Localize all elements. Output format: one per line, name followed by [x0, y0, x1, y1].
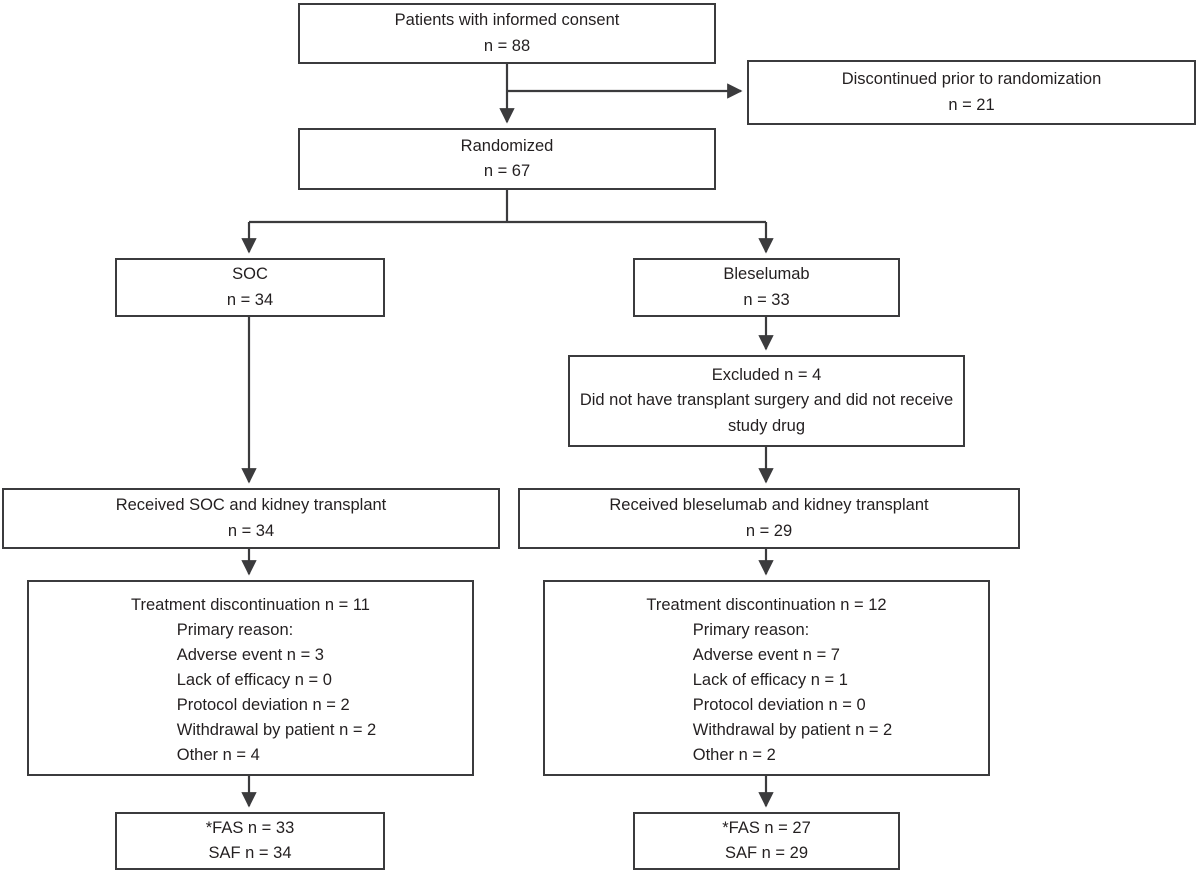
node-count: n = 34	[227, 521, 275, 540]
node-count: n = 33	[743, 290, 790, 309]
saf-count: SAF n = 34	[208, 844, 292, 862]
discontinuation-reason-item: Protocol deviation n = 2	[176, 696, 350, 715]
discontinuation-reason-item: Lack of efficacy n = 0	[176, 671, 332, 690]
saf-count: SAF n = 29	[724, 844, 808, 862]
fas-count: *FAS n = 27	[722, 818, 811, 837]
node-reason: Did not have transplant surgery and did …	[579, 391, 954, 435]
node-count: n = 21	[948, 95, 995, 114]
node-soc-arm: SOC n = 34	[115, 258, 385, 317]
node-discontinued-prior-to-randomization: Discontinued prior to randomization n = …	[747, 60, 1196, 125]
node-count: n = 88	[483, 36, 531, 55]
discontinuation-reason-item: Primary reason:	[176, 621, 294, 640]
node-analysis-sets-soc: *FAS n = 33 SAF n = 34	[115, 812, 385, 870]
node-treatment-discontinuation-soc: Treatment discontinuation n = 11 Primary…	[27, 580, 474, 776]
node-title: Received SOC and kidney transplant	[115, 496, 387, 515]
discontinuation-reason-item: Lack of efficacy n = 1	[692, 671, 848, 690]
discontinuation-reason-item: Adverse event n = 7	[692, 646, 840, 665]
node-analysis-sets-bleselumab: *FAS n = 27 SAF n = 29	[633, 812, 900, 870]
node-title: Excluded n = 4	[711, 366, 822, 385]
node-treatment-discontinuation-bleselumab: Treatment discontinuation n = 12 Primary…	[543, 580, 990, 776]
node-patients-with-informed-consent: Patients with informed consent n = 88	[298, 3, 716, 64]
discontinuation-reason-item: Other n = 2	[692, 746, 776, 765]
node-title: Discontinued prior to randomization	[841, 70, 1102, 89]
discontinuation-heading: Treatment discontinuation n = 11	[131, 596, 370, 614]
discontinuation-reason-item: Primary reason:	[692, 621, 810, 640]
connector-randomized-split	[241, 190, 774, 254]
discontinuation-reason-list: Primary reason: Adverse event n = 7 Lack o…	[693, 618, 892, 768]
node-bleselumab-arm: Bleselumab n = 33	[633, 258, 900, 317]
node-count: n = 29	[745, 521, 793, 540]
node-title: Bleselumab	[723, 265, 810, 284]
discontinuation-reason-list: Primary reason: Adverse event n = 3 Lack o…	[177, 618, 376, 768]
node-excluded: Excluded n = 4 Did not have transplant s…	[568, 355, 965, 447]
discontinuation-reason-item: Withdrawal by patient n = 2	[176, 721, 377, 740]
node-title: SOC	[232, 265, 268, 284]
node-received-soc-and-kidney-transplant: Received SOC and kidney transplant n = 3…	[2, 488, 500, 549]
node-randomized: Randomized n = 67	[298, 128, 716, 190]
node-count: n = 67	[483, 162, 531, 180]
discontinuation-heading: Treatment discontinuation n = 12	[646, 596, 887, 614]
discontinuation-reason-item: Protocol deviation n = 0	[692, 696, 866, 715]
node-title: Randomized	[460, 136, 554, 155]
node-title: Received bleselumab and kidney transplan…	[609, 496, 929, 515]
node-received-bleselumab-and-kidney-transplant: Received bleselumab and kidney transplan…	[518, 488, 1020, 549]
discontinuation-reason-item: Other n = 4	[176, 746, 260, 765]
fas-count: *FAS n = 33	[205, 818, 295, 837]
discontinuation-reason-item: Withdrawal by patient n = 2	[692, 721, 893, 740]
node-title: Patients with informed consent	[394, 11, 620, 30]
discontinuation-reason-item: Adverse event n = 3	[176, 646, 324, 665]
node-count: n = 34	[226, 290, 274, 309]
